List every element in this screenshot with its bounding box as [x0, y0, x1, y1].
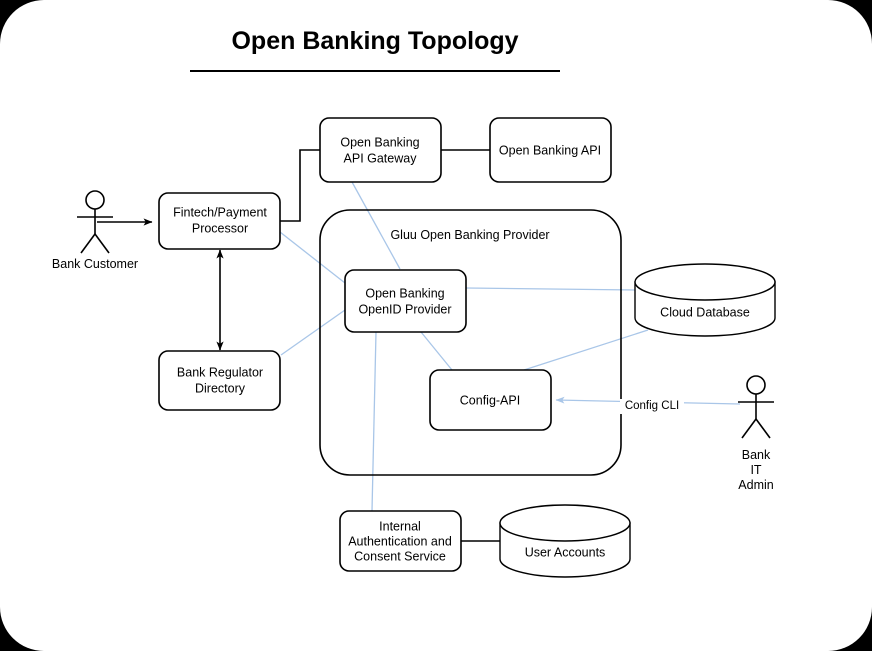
node-bank-regulator-directory[interactable]: Bank Regulator Directory [158, 350, 281, 411]
node-internal-auth-label-line-2: Authentication and [348, 534, 452, 548]
database-cloud-database[interactable]: Cloud Database [634, 263, 776, 337]
node-regulator-label-line-2: Directory [195, 381, 246, 395]
actor-bank-it-admin[interactable]: Bank IT Admin [738, 375, 774, 492]
bank-it-admin-label-line-3: Admin [738, 478, 773, 492]
bank-it-admin-label-line-2: IT [750, 463, 761, 477]
cloud-database-top [634, 263, 776, 301]
database-user-accounts[interactable]: User Accounts [499, 504, 631, 578]
bank-customer-label: Bank Customer [52, 257, 138, 271]
page-title: Open Banking Topology [231, 27, 518, 55]
node-open-banking-api-label: Open Banking API [499, 143, 601, 157]
node-fintech-payment-processor-box [158, 192, 281, 250]
bank-customer-head-icon [85, 190, 105, 210]
edge-configapi-to-clouddb [523, 329, 649, 371]
node-fintech-label-line-1: Fintech/Payment [173, 205, 267, 219]
edge-gateway-to-openid [351, 181, 401, 270]
edge-fintech-to-openid [279, 231, 346, 284]
edge-regulator-to-openid [280, 309, 346, 356]
bank-it-admin-head-icon [746, 375, 766, 395]
edge-openid-to-clouddb [465, 287, 637, 291]
bank-it-admin-leg-right [755, 418, 771, 439]
config-cli-label-bg [620, 399, 684, 414]
container-gluu-label: Gluu Open Banking Provider [390, 228, 549, 242]
edge-openid-to-configapi [420, 331, 453, 371]
config-cli-label: Config CLI [625, 400, 679, 412]
node-api-gateway-label-line-2: API Gateway [344, 151, 418, 165]
actor-bank-customer[interactable]: Bank Customer [52, 190, 138, 271]
container-gluu-open-banking-provider[interactable]: Gluu Open Banking Provider [319, 209, 622, 476]
node-internal-auth-label-line-3: Consent Service [354, 549, 446, 563]
bank-customer-leg-right [94, 233, 110, 254]
edge-fintech-to-gateway [280, 149, 320, 222]
node-regulator-label-line-1: Bank Regulator [177, 365, 263, 379]
node-config-api[interactable]: Config-API [429, 369, 552, 431]
edge-label-config-cli: Config CLI [620, 399, 684, 414]
node-open-banking-api-box [489, 117, 612, 183]
cloud-database-label: Cloud Database [660, 305, 750, 319]
node-fintech-label-line-2: Processor [192, 221, 248, 235]
node-config-api-label: Config-API [460, 393, 520, 407]
node-internal-auth-consent[interactable]: Internal Authentication and Consent Serv… [339, 510, 462, 572]
node-api-gateway[interactable]: Open Banking API Gateway [319, 117, 442, 183]
node-internal-auth-label-line-1: Internal [379, 519, 421, 533]
node-internal-auth-consent-box [339, 510, 462, 572]
edge-openid-to-internalauth [371, 331, 377, 512]
container-gluu-border [319, 209, 622, 476]
node-openid-provider-box [344, 269, 467, 333]
user-accounts-top [499, 504, 631, 542]
node-open-banking-api[interactable]: Open Banking API [489, 117, 612, 183]
node-openid-label-line-1: Open Banking [365, 286, 444, 300]
node-fintech-payment-processor[interactable]: Fintech/Payment Processor [158, 192, 281, 250]
bank-customer-leg-left [80, 233, 96, 254]
node-openid-label-line-2: OpenID Provider [358, 302, 451, 316]
bank-it-admin-leg-left [741, 418, 757, 439]
black-edge-group [97, 149, 500, 542]
node-api-gateway-box [319, 117, 442, 183]
node-openid-provider[interactable]: Open Banking OpenID Provider [344, 269, 467, 333]
node-api-gateway-label-line-1: Open Banking [340, 135, 419, 149]
node-config-api-box [429, 369, 552, 431]
bank-it-admin-label-line-1: Bank [742, 448, 771, 462]
node-bank-regulator-directory-box [158, 350, 281, 411]
user-accounts-label: User Accounts [525, 545, 606, 559]
